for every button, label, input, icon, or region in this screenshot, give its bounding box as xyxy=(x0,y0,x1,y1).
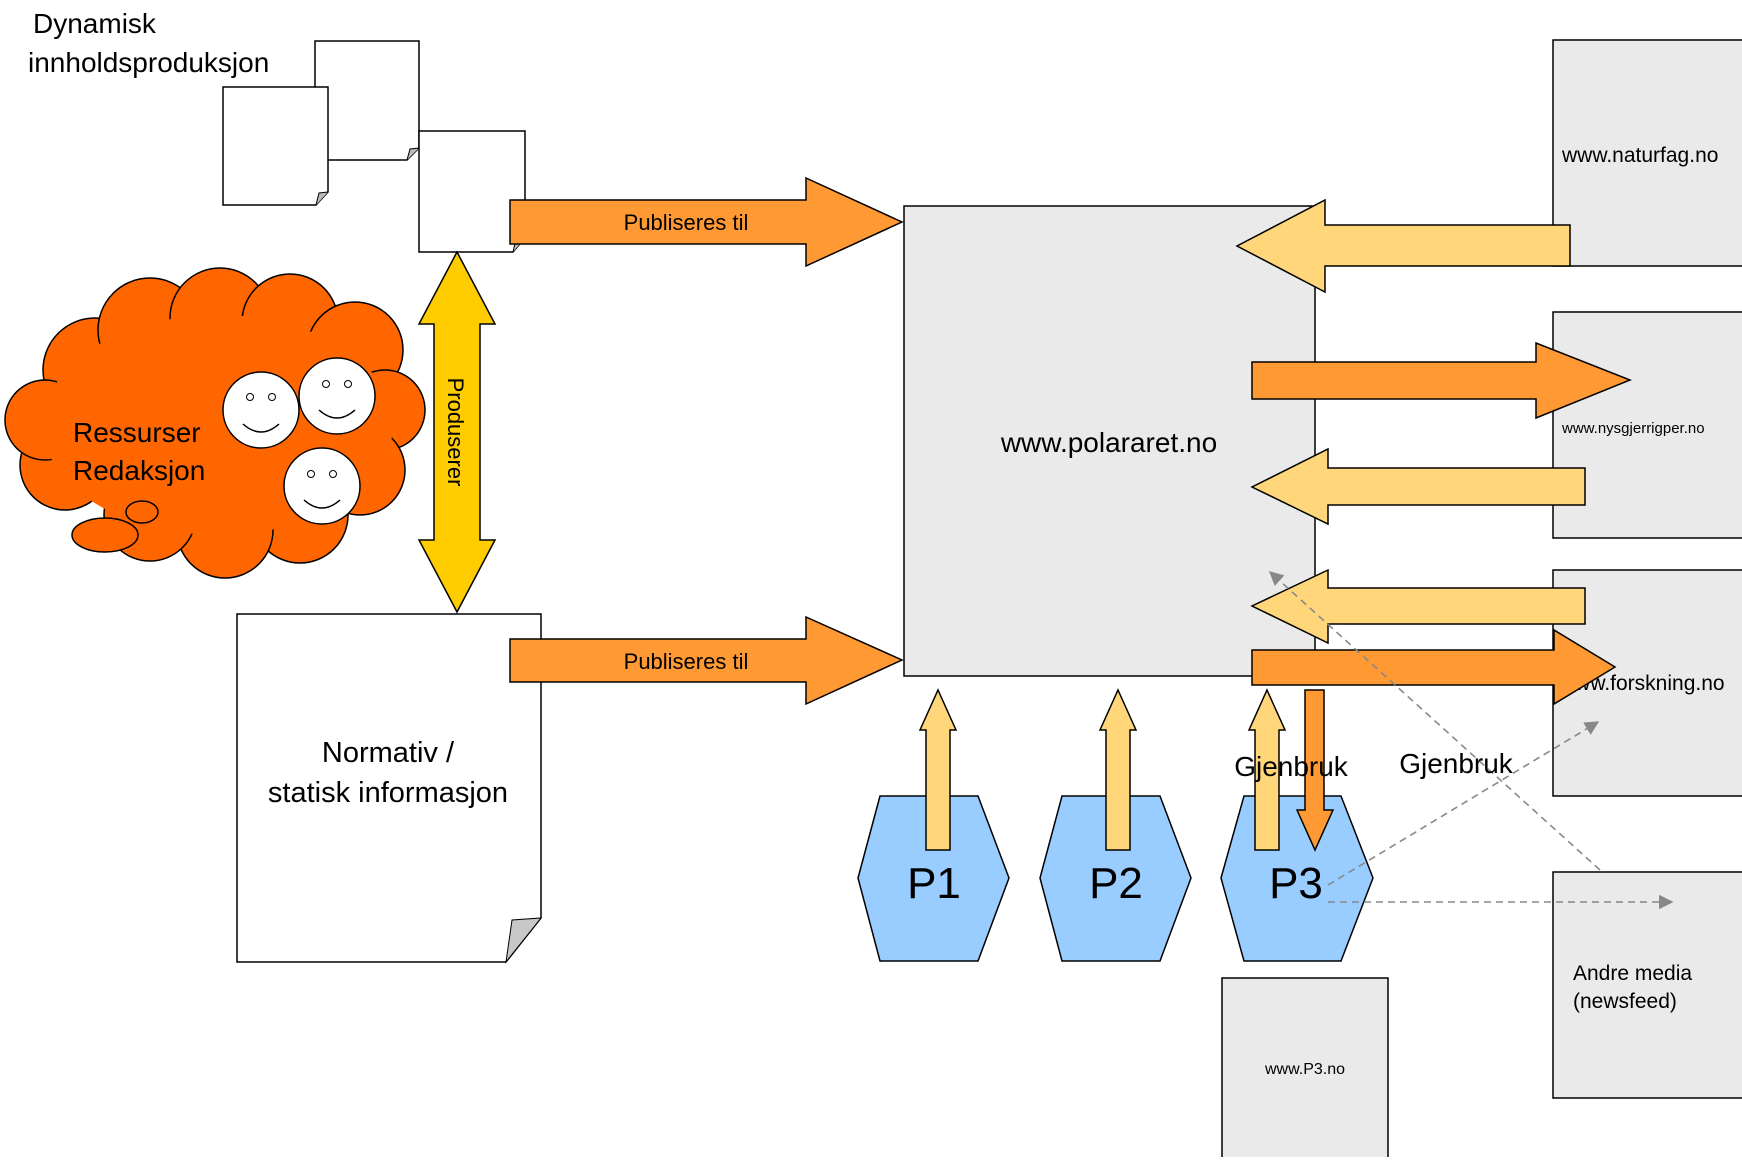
publish-arrow-bottom: Publiseres til xyxy=(509,615,904,706)
partner-label-p1: P1 xyxy=(907,859,961,908)
dynamic-label-line-2: innholdsproduksjon xyxy=(28,47,269,78)
dynamic-content-documents xyxy=(222,40,526,253)
smiley-icon xyxy=(283,447,361,525)
andre-media-line-1: Andre media xyxy=(1573,962,1692,985)
arrow-to-forskning xyxy=(1251,628,1617,706)
site-label-naturfag: www.naturfag.no xyxy=(1561,144,1718,167)
site-box-andre-media: Andre media (newsfeed) xyxy=(1552,871,1742,1099)
andre-media-line-2: (newsfeed) xyxy=(1573,990,1677,1013)
arrow-p3-up xyxy=(1247,688,1287,851)
site-box-naturfag: www.naturfag.no xyxy=(1552,39,1742,267)
arrow-to-nysgjerrigper xyxy=(1251,341,1633,420)
partner-hexagon-p1: P1 xyxy=(857,795,1010,962)
center-site-box: www.polararet.no xyxy=(903,205,1316,677)
arrow-p2-up xyxy=(1098,688,1138,851)
arrow-down-to-p3 xyxy=(1295,689,1335,852)
reuse-label-1: Gjenbruk xyxy=(1234,751,1349,782)
arrow-p1-up xyxy=(918,688,958,851)
arrow-from-nysgjerrigper xyxy=(1250,447,1586,526)
smiley-icon xyxy=(222,371,300,449)
center-site-label: www.polararet.no xyxy=(1000,427,1217,458)
site-label-forskning: www.forskning.no xyxy=(1559,672,1725,695)
partner-label-p2: P2 xyxy=(1089,859,1143,908)
normative-label-line-2: statisk informasjon xyxy=(268,777,508,809)
produces-label: Produserer xyxy=(443,378,468,487)
site-box-p3: www.P3.no xyxy=(1221,977,1389,1162)
arrow-from-forskning xyxy=(1250,568,1586,645)
smiley-icon xyxy=(298,357,376,435)
partner-label-p3: P3 xyxy=(1269,859,1323,908)
normative-document: Normativ / statisk informasjon xyxy=(236,613,543,964)
dynamic-label-line-1: Dynamisk xyxy=(33,8,157,39)
site-label-p3: www.P3.no xyxy=(1264,1061,1345,1078)
partner-hexagon-p2: P2 xyxy=(1039,795,1192,962)
normative-label-line-1: Normativ / xyxy=(322,737,455,769)
arrow-from-naturfag xyxy=(1235,198,1571,294)
reuse-label-2: Gjenbruk xyxy=(1399,748,1514,779)
resources-label-line-2: Redaksjon xyxy=(73,455,205,486)
resources-label-line-1: Ressurser xyxy=(73,417,201,448)
site-label-nysgjerrigper: www.nysgjerrigper.no xyxy=(1561,420,1705,437)
produces-double-arrow: Produserer xyxy=(417,250,497,614)
publish-label-bottom: Publiseres til xyxy=(624,649,749,674)
resources-cloud: Ressurser Redaksjon xyxy=(4,267,426,579)
publish-arrow-top: Publiseres til xyxy=(509,176,904,268)
reuse-dashed-lines xyxy=(1268,571,1674,910)
publish-label-top: Publiseres til xyxy=(624,210,749,235)
